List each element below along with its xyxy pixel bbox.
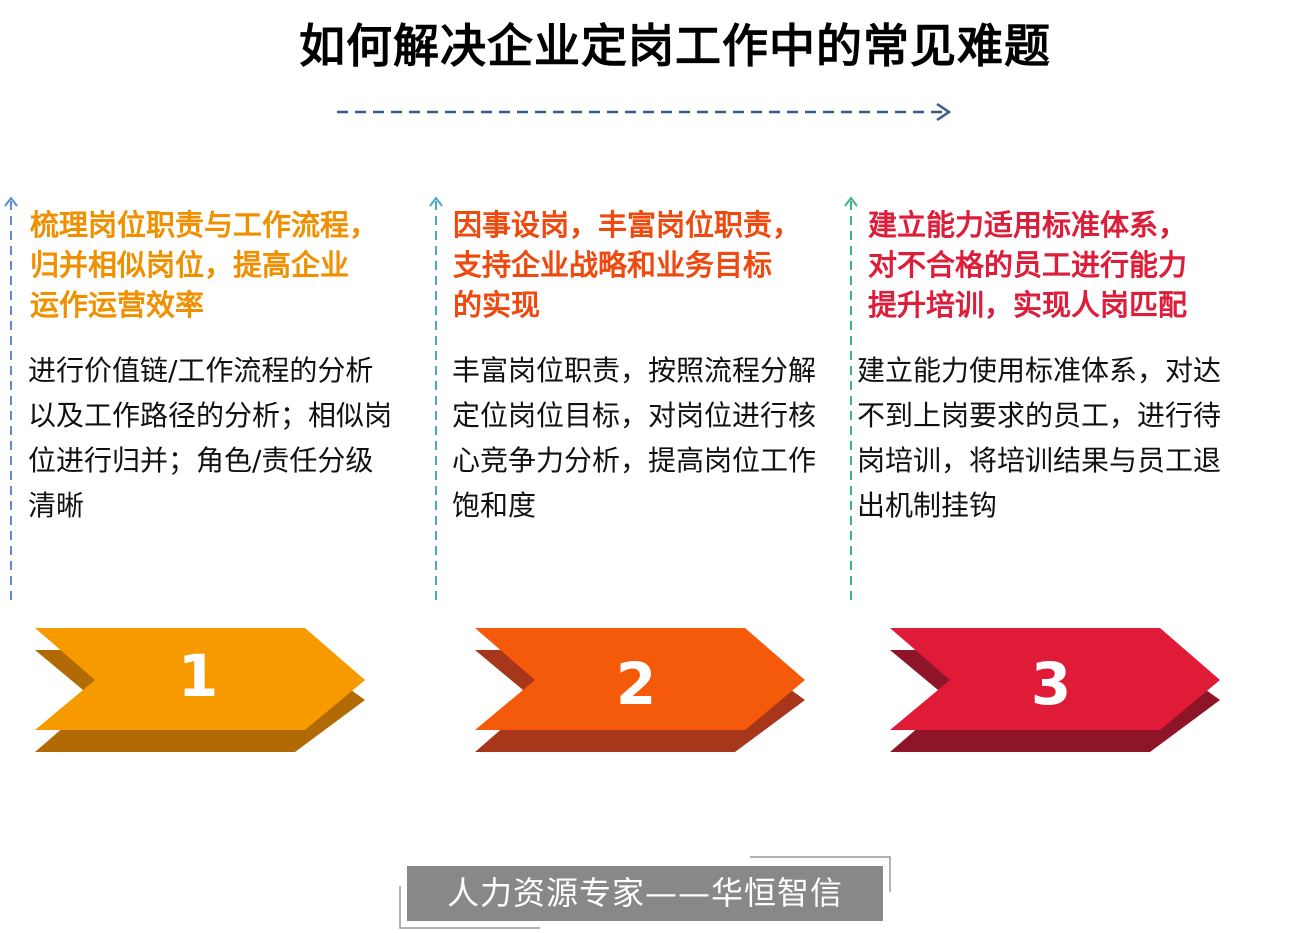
step-1-number: 1: [177, 642, 219, 710]
footer-banner: 人力资源专家——华恒智信: [407, 866, 883, 921]
dashed-vertical-arrow-icon: [844, 196, 858, 603]
chevron-step-2: [475, 628, 805, 752]
step-1-body: 进行价值链/工作流程的分析 以及工作路径的分析；相似岗 位进行归并；角色/责任分…: [28, 354, 393, 522]
dashed-vertical-arrow-icon: [4, 196, 18, 603]
step-3-body: 建立能力使用标准体系，对达 不到上岗要求的员工，进行待 岗培训，将培训结果与员工…: [857, 354, 1222, 522]
dashed-arrow-icon: [337, 102, 952, 122]
chevron-step-3: [890, 628, 1220, 752]
step-2-number: 2: [615, 650, 657, 718]
dashed-vertical-arrow-icon: [429, 196, 443, 603]
step-3-number: 3: [1030, 650, 1072, 718]
chevron-step-1: [35, 628, 365, 752]
step-3-heading: 建立能力适用标准体系， 对不合格的员工进行能力 提升培训，实现人岗匹配: [868, 208, 1188, 322]
footer-frame-decoration: [399, 856, 891, 929]
step-1-heading: 梳理岗位职责与工作流程， 归并相似岗位，提高企业 运作运营效率: [30, 208, 379, 322]
step-2-body: 丰富岗位职责，按照流程分解 定位岗位目标，对岗位进行核 心竞争力分析，提高岗位工…: [452, 354, 817, 522]
page-title: 如何解决企业定岗工作中的常见难题: [299, 19, 1051, 73]
step-2-heading: 因事设岗，丰富岗位职责， 支持企业战略和业务目标 的实现: [453, 208, 802, 322]
